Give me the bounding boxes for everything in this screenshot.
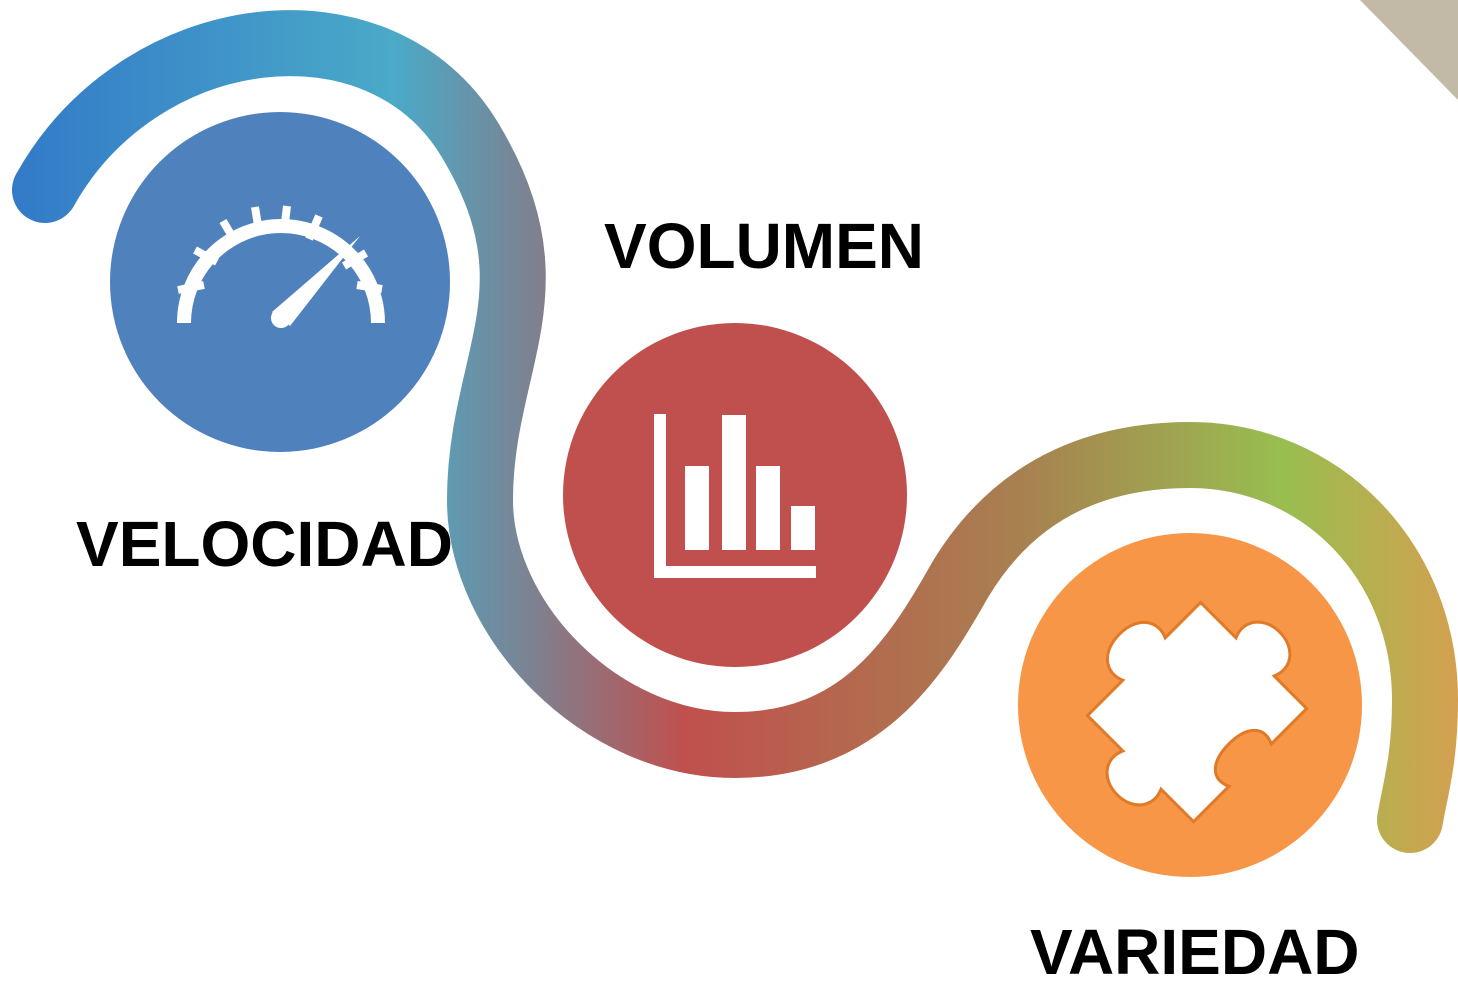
puzzle-piece-icon	[1085, 600, 1309, 824]
variedad-node	[1018, 533, 1362, 877]
variedad-label: VARIEDAD	[1030, 916, 1360, 988]
velocidad-node	[110, 112, 450, 452]
speedometer-needle	[272, 236, 360, 326]
corner-texture	[1360, 0, 1458, 100]
volumen-node	[563, 323, 907, 667]
speedometer-icon	[177, 205, 385, 324]
bar-chart-icon	[654, 414, 816, 578]
velocidad-label: VELOCIDAD	[76, 508, 453, 580]
gradient-path	[12, 10, 1458, 853]
velocidad-circle	[110, 112, 450, 452]
volumen-label: VOLUMEN	[604, 210, 924, 282]
